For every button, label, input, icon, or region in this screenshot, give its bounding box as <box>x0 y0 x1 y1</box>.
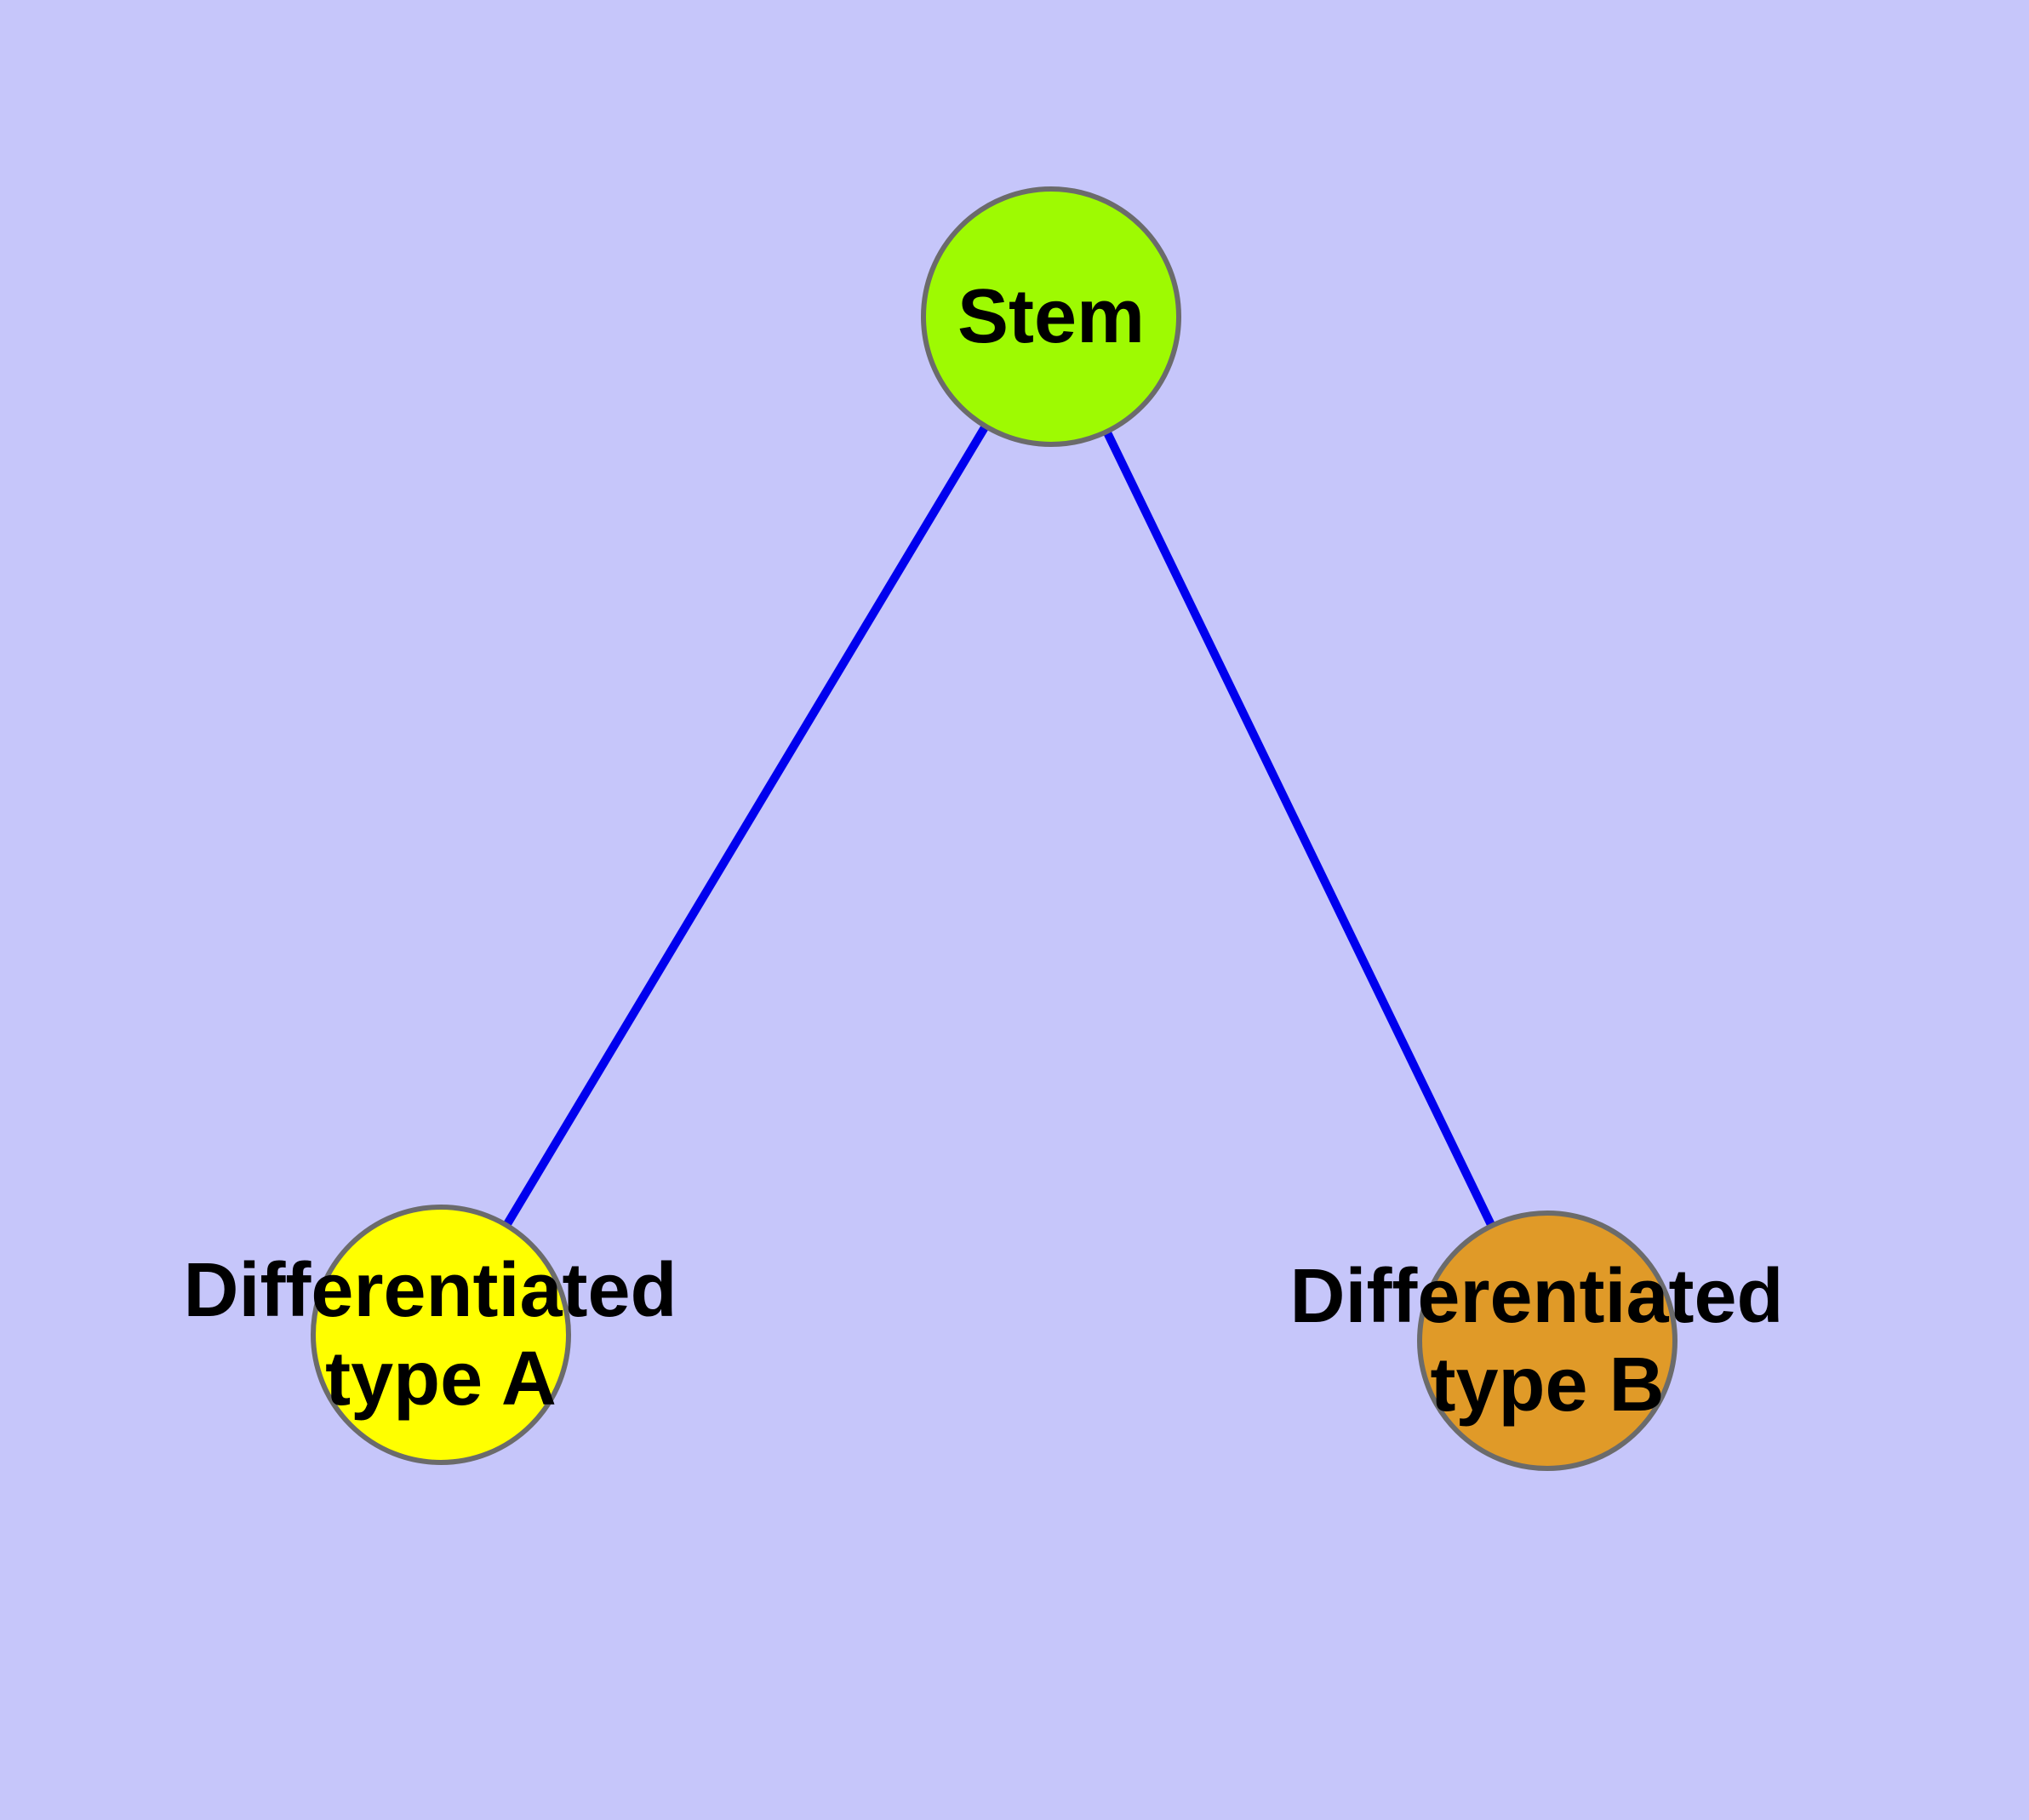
node-differentiated-type-a-label: Differentiated type A <box>183 1243 698 1422</box>
node-differentiated-type-b-circle[interactable] <box>1417 1210 1677 1471</box>
node-differentiated-type-a-label-line-1: Differentiated <box>183 1248 677 1333</box>
node-differentiated-type-b-label-line-1: Differentiated <box>1289 1254 1783 1339</box>
node-differentiated-type-b-label-line-2: type B <box>1430 1342 1664 1428</box>
node-stem-label: Stem <box>957 274 1145 359</box>
node-differentiated-type-a-label-line-2: type A <box>325 1336 557 1422</box>
node-differentiated-type-a-circle[interactable] <box>311 1205 571 1465</box>
node-differentiated-type-b-label: Differentiated type B <box>1289 1249 1804 1428</box>
edge-stem-to-differentiated-type-b <box>1047 314 1552 1343</box>
nodes-layer: Stem Differentiated type A Differentiate… <box>183 186 1804 1471</box>
node-differentiated-type-a[interactable]: Differentiated type A <box>183 1205 698 1465</box>
node-stem-label-line-1: Stem <box>957 274 1145 359</box>
node-stem[interactable]: Stem <box>921 186 1181 447</box>
edge-stem-to-differentiated-type-a <box>437 314 1055 1337</box>
node-differentiated-type-b[interactable]: Differentiated type B <box>1289 1210 1804 1471</box>
edges-layer <box>437 314 1552 1343</box>
node-stem-circle[interactable] <box>921 186 1181 447</box>
